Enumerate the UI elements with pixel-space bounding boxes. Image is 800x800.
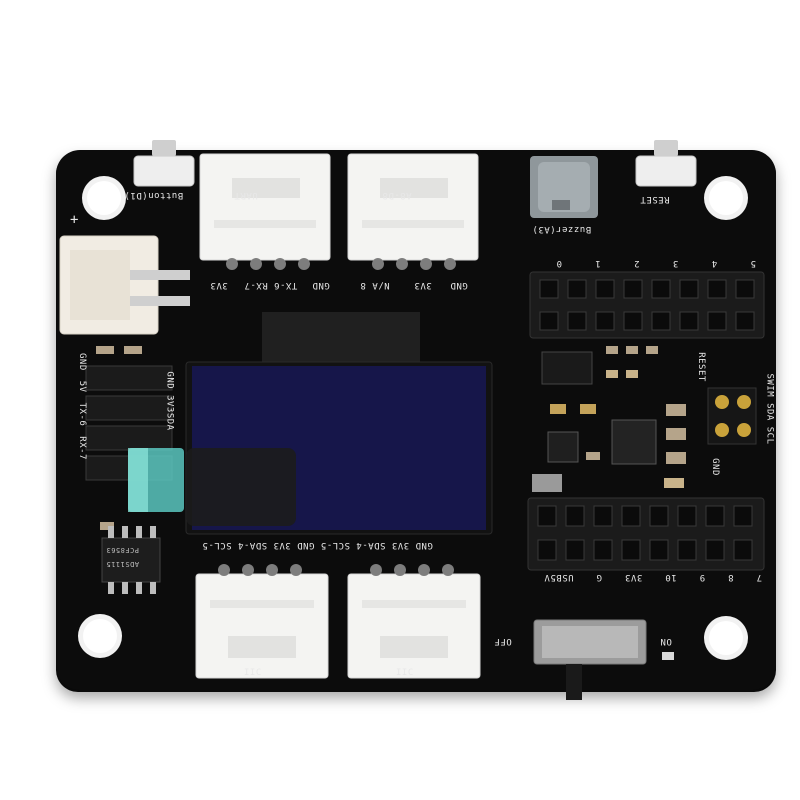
- smd-components: [532, 346, 686, 492]
- power-switch[interactable]: [533, 619, 647, 700]
- chip-line-2: ADS1115: [106, 560, 140, 568]
- swim-pins: [707, 387, 757, 445]
- a8-pins-label: N/A 8: [360, 280, 390, 290]
- button-d1-label: Button(D1): [124, 190, 184, 200]
- left-column-labels: GND 5V TX-6 RX-7: [77, 353, 87, 460]
- off-label: OFF: [494, 636, 512, 646]
- oled-side-label: GND 3V3SDA: [164, 371, 175, 431]
- oled-display: [128, 312, 493, 535]
- battery-connector: [59, 235, 190, 335]
- female-header-top: [529, 271, 765, 339]
- uart-pins-label: TX-6 RX-7: [244, 280, 298, 290]
- chip-line-1: PCF8563: [106, 546, 140, 554]
- mounting-holes: [78, 176, 748, 660]
- a8-3v3-label: 3V3: [414, 280, 432, 290]
- buzzer: [530, 156, 598, 218]
- reset-top-label: RESET: [640, 194, 670, 204]
- iic-left-label: IIC: [244, 668, 262, 678]
- rtc-chip: [101, 526, 161, 594]
- iic-connector-right: [347, 564, 481, 679]
- oled-bottom-label: GND 3V3 SDA-4 SCL-5 GND 3V3 SDA-4 SCL-5: [202, 540, 433, 550]
- a8-d8-connector: [347, 153, 479, 270]
- plus-label: +: [70, 212, 79, 228]
- buzzer-label: Buzzer(A3): [532, 224, 592, 234]
- uart-gnd-label: GND: [312, 280, 330, 290]
- a8-d8-label: A8-D8: [382, 190, 412, 200]
- uart-3v3-label: 3V3: [210, 280, 228, 290]
- reset-button-top[interactable]: [635, 140, 697, 187]
- power-led: [662, 652, 674, 660]
- on-label: ON: [660, 636, 672, 646]
- header-bottom-labels: 7 8 9 10 3V3 G USB5V: [544, 572, 762, 582]
- swim-label: SWIM SDA SCL: [764, 373, 775, 445]
- gnd-side-label: GND: [709, 458, 720, 476]
- button-d1[interactable]: [133, 140, 195, 187]
- a8-gnd-label: GND: [450, 280, 468, 290]
- female-header-bottom: [527, 497, 765, 571]
- reset-side-label: RESET: [695, 352, 706, 382]
- iic-connector-left: [195, 564, 329, 679]
- uart-connector: [199, 153, 331, 270]
- uart-label: UART: [234, 190, 258, 200]
- iic-right-label: IIC: [396, 668, 414, 678]
- header-top-numbers: 5 4 3 2 1 0: [556, 258, 756, 268]
